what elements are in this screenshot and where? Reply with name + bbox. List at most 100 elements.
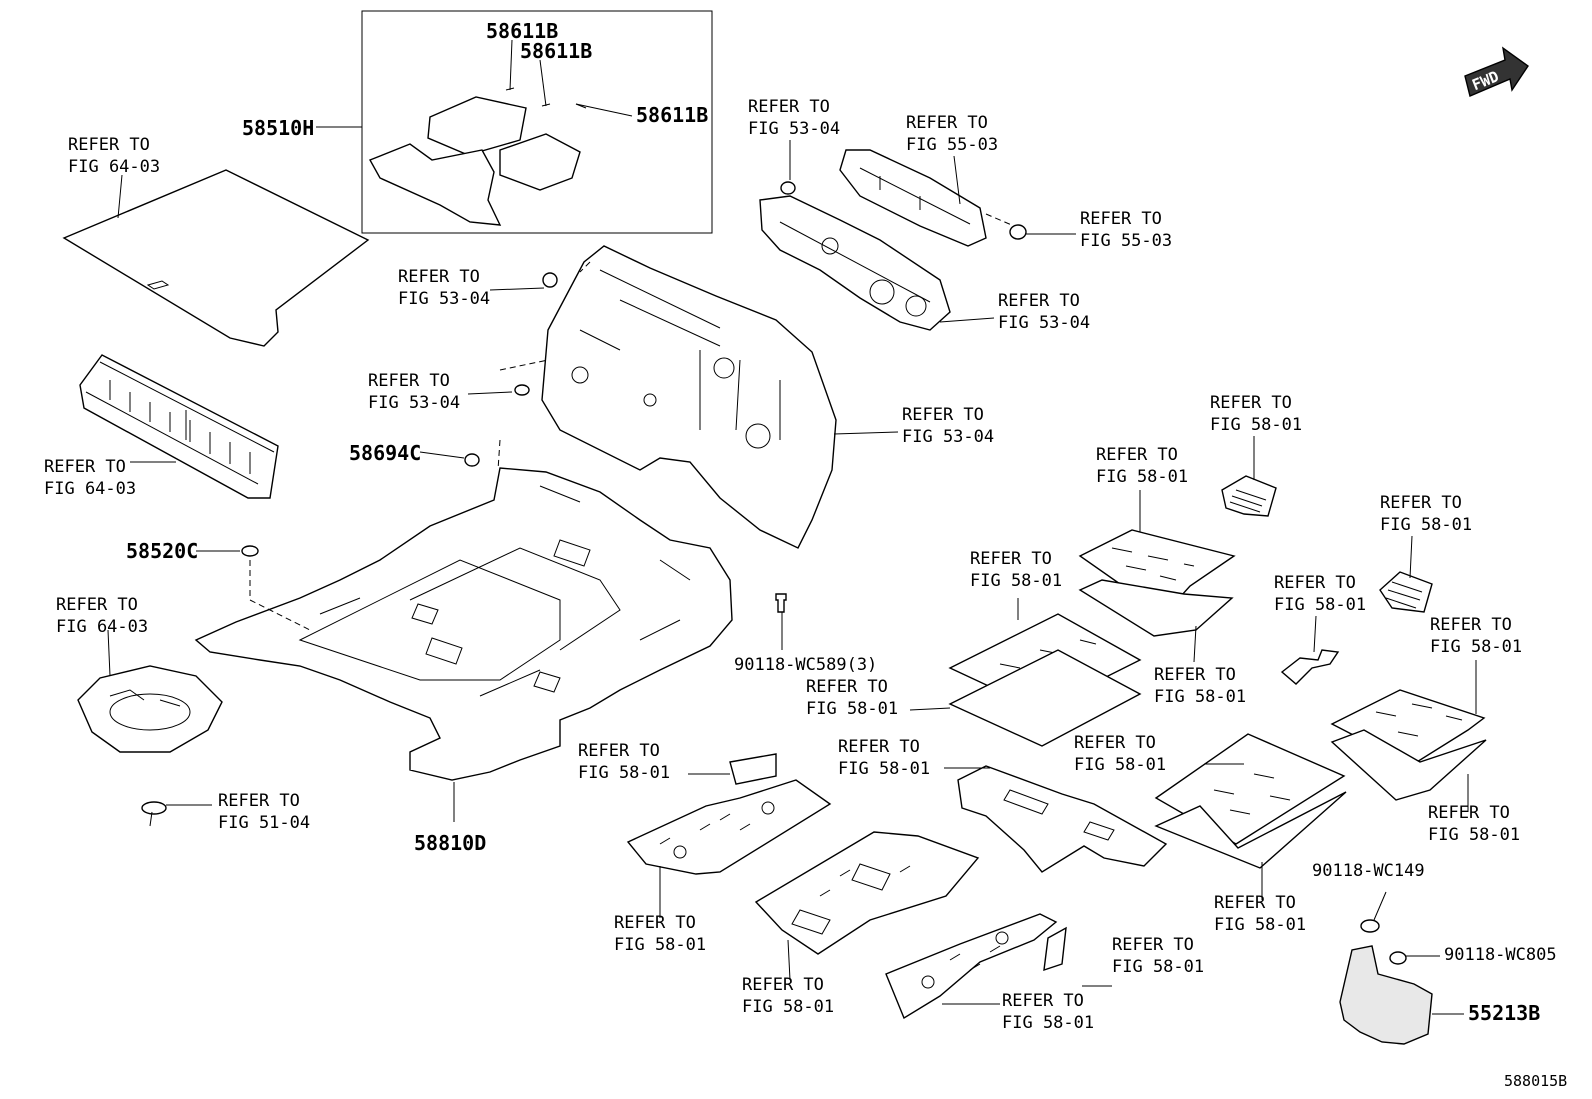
refer-label-line1: REFER TO <box>1214 893 1296 913</box>
refer-label: REFER TO FIG 64-03 <box>56 595 148 637</box>
cowl-insulator-part <box>839 149 1015 247</box>
foot-rest-pad-part <box>1379 535 1433 613</box>
part-number-58611B-c: 58611B <box>636 103 708 127</box>
refer-label: REFER TO FIG 55-03 <box>906 113 998 155</box>
refer-label: REFER TO FIG 58-01 <box>806 677 898 719</box>
refer-label-line1: REFER TO <box>742 975 824 995</box>
foot-rest-pad-part <box>1221 436 1277 517</box>
refer-label: REFER TO FIG 53-04 <box>902 405 994 447</box>
refer-label-line1: REFER TO <box>44 457 126 477</box>
refer-label-line2: FIG 53-04 <box>998 313 1090 333</box>
refer-label-line2: FIG 64-03 <box>56 617 148 637</box>
small-pad-part <box>1280 615 1340 685</box>
center-floor-pad-part <box>944 765 1168 873</box>
silencer-pad-layer <box>1154 733 1347 900</box>
refer-label: REFER TO FIG 58-01 <box>1096 445 1188 487</box>
refer-label-line1: REFER TO <box>906 113 988 133</box>
refer-label: REFER TO FIG 58-01 <box>1430 615 1522 657</box>
silencer-pad-layer <box>1078 490 1236 663</box>
refer-label: REFER TO FIG 58-01 <box>1428 803 1520 845</box>
refer-label-line2: FIG 58-01 <box>742 997 834 1017</box>
refer-label: REFER TO FIG 64-03 <box>44 457 136 499</box>
refer-label: REFER TO FIG 53-04 <box>998 291 1090 333</box>
fwd-direction-arrow: FWD <box>1464 46 1529 97</box>
front-floor-pad-part <box>626 753 832 918</box>
leader-line <box>953 155 961 205</box>
refer-label: REFER TO FIG 53-04 <box>748 97 840 139</box>
refer-label-line1: REFER TO <box>1002 991 1084 1011</box>
refer-label-line2: FIG 64-03 <box>44 479 136 499</box>
refer-label: REFER TO FIG 51-04 <box>218 791 310 833</box>
part-number-55213B: 55213B <box>1468 1001 1540 1025</box>
rear-floor-pad-part <box>885 913 1112 1020</box>
refer-label-line1: REFER TO <box>998 291 1080 311</box>
refer-label-line2: FIG 58-01 <box>1074 755 1166 775</box>
refer-label: REFER TO FIG 64-03 <box>68 135 160 177</box>
refer-label-line1: REFER TO <box>1430 615 1512 635</box>
bolt-90118-WC589 <box>775 593 787 613</box>
refer-label-line2: FIG 58-01 <box>578 763 670 783</box>
refer-label-line1: REFER TO <box>970 549 1052 569</box>
grommet-part <box>514 384 530 396</box>
refer-label-line1: REFER TO <box>614 913 696 933</box>
refer-label-line1: REFER TO <box>398 267 480 287</box>
refer-label-line2: FIG 58-01 <box>806 699 898 719</box>
deck-tray-part <box>79 354 279 499</box>
refer-label-line1: REFER TO <box>838 737 920 757</box>
clip-58520C <box>196 545 259 557</box>
refer-label-line1: REFER TO <box>68 135 150 155</box>
refer-label-line1: REFER TO <box>1112 935 1194 955</box>
bracket-55213B <box>1339 891 1464 1045</box>
refer-label: REFER TO FIG 58-01 <box>742 975 834 1017</box>
grommet-part <box>780 181 796 195</box>
clip-58694C <box>419 451 480 467</box>
part-number-58510H: 58510H <box>242 116 314 140</box>
grommet-part <box>542 272 558 288</box>
clip-part <box>141 801 212 827</box>
leader-line <box>939 317 995 323</box>
refer-label: REFER TO FIG 58-01 <box>578 741 670 783</box>
refer-label-line1: REFER TO <box>1210 393 1292 413</box>
refer-label: REFER TO FIG 58-01 <box>1154 665 1246 707</box>
part-number-58810D: 58810D <box>414 831 486 855</box>
part-number-58520C: 58520C <box>126 539 198 563</box>
refer-label-line2: FIG 58-01 <box>1112 957 1204 977</box>
dash-insulator-part <box>759 195 951 331</box>
fastener-guide-line <box>249 560 311 631</box>
refer-label-line1: REFER TO <box>1380 493 1462 513</box>
refer-label-line2: FIG 58-01 <box>1002 1013 1094 1033</box>
part-number-58611B-a: 58611B <box>486 19 558 43</box>
refer-label: REFER TO FIG 58-01 <box>1002 991 1094 1033</box>
refer-label-line1: REFER TO <box>1074 733 1156 753</box>
floor-carpet-part <box>194 467 733 822</box>
part-number-90118-WC589: 90118-WC589(3) <box>734 655 877 675</box>
refer-label-line1: REFER TO <box>218 791 300 811</box>
refer-label-line2: FIG 58-01 <box>614 935 706 955</box>
refer-label-line2: FIG 58-01 <box>1210 415 1302 435</box>
part-number-58694C: 58694C <box>349 441 421 465</box>
refer-label-line2: FIG 58-01 <box>1214 915 1306 935</box>
refer-label-line1: REFER TO <box>1154 665 1236 685</box>
refer-label-line2: FIG 53-04 <box>748 119 840 139</box>
refer-label-line1: REFER TO <box>748 97 830 117</box>
refer-label-line1: REFER TO <box>1274 573 1356 593</box>
refer-label-line2: FIG 58-01 <box>1428 825 1520 845</box>
refer-label-line1: REFER TO <box>1096 445 1178 465</box>
refer-label-line1: REFER TO <box>806 677 888 697</box>
leader-line <box>833 431 899 435</box>
floor-mat-set-group <box>316 10 713 234</box>
refer-label: REFER TO FIG 55-03 <box>1080 209 1172 251</box>
part-number-58611B-b: 58611B <box>520 39 592 63</box>
grommet-part <box>1009 224 1027 240</box>
refer-label: REFER TO FIG 58-01 <box>970 549 1062 591</box>
refer-label-line2: FIG 58-01 <box>1096 467 1188 487</box>
part-number-90118-WC805: 90118-WC805 <box>1444 945 1557 965</box>
refer-label-line1: REFER TO <box>578 741 660 761</box>
silencer-pad-layer <box>909 598 1142 747</box>
refer-label-line2: FIG 53-04 <box>398 289 490 309</box>
part-number-90118-WC149: 90118-WC149 <box>1312 861 1425 881</box>
refer-label-line1: REFER TO <box>1428 803 1510 823</box>
refer-label-line2: FIG 53-04 <box>902 427 994 447</box>
refer-label: REFER TO FIG 53-04 <box>398 267 490 309</box>
fastener-guide-line <box>497 439 501 471</box>
